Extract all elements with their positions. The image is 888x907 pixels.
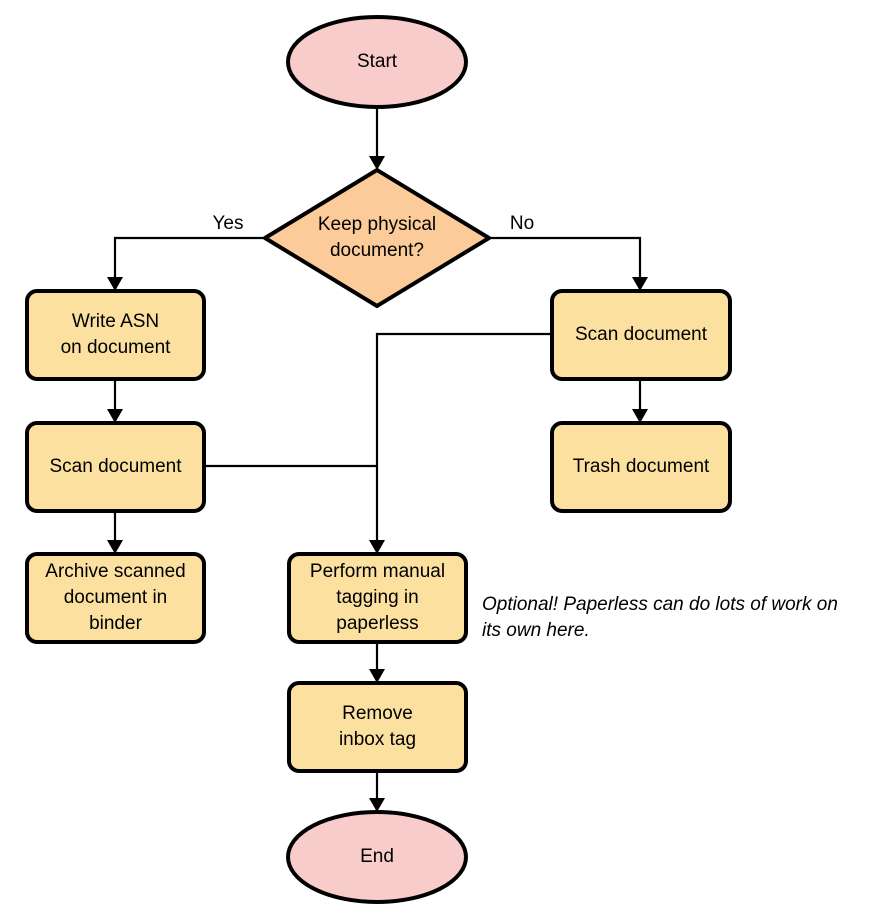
process-shape[interactable]: [550, 289, 732, 381]
node-label: Scan document: [49, 456, 182, 477]
node-label: Scan document: [575, 324, 708, 345]
node-label: Archive scanned: [45, 561, 185, 582]
arrow-head: [632, 277, 648, 291]
node-archive-scanned-document-in-binder[interactable]: Archive scanned document in binder: [25, 552, 206, 644]
edge-start-to-decision: [369, 107, 385, 170]
process-shape[interactable]: [25, 421, 206, 513]
edge-scan-document-left-to-archive: [107, 511, 123, 554]
edge-line: [490, 236, 642, 287]
annotation-line: its own here.: [482, 620, 590, 641]
edge-label-yes: Yes: [213, 213, 244, 234]
node-perform-manual-tagging-in-paperless[interactable]: Perform manual tagging in paperless: [287, 552, 468, 644]
arrow-head: [107, 277, 123, 291]
arrow-head: [369, 156, 385, 170]
node-remove-inbox-tag[interactable]: Remove inbox tag: [287, 681, 468, 773]
edge-scan-document-right-to-manual-tagging: [369, 332, 552, 554]
node-label: binder: [89, 613, 142, 634]
node-scan-document-left[interactable]: Scan document: [25, 421, 206, 513]
edge-line: [113, 236, 265, 287]
edge-label-no: No: [510, 213, 534, 234]
process-shape[interactable]: [550, 421, 732, 513]
node-label: inbox tag: [339, 729, 416, 750]
node-end[interactable]: End: [286, 810, 468, 904]
decision-shape[interactable]: [263, 168, 491, 308]
terminator-shape[interactable]: [286, 810, 468, 904]
node-write-asn-on-document[interactable]: Write ASN on document: [25, 289, 206, 381]
node-start[interactable]: Start: [286, 15, 468, 109]
node-label: Keep physical: [318, 214, 436, 235]
annotation-line: Optional! Paperless can do lots of work …: [482, 594, 838, 615]
arrow-head: [369, 669, 385, 683]
node-label: End: [360, 846, 394, 867]
process-shape[interactable]: [25, 289, 206, 381]
edge-layer: Yes No: [107, 107, 648, 812]
edge-line: [375, 332, 552, 550]
node-label: on document: [61, 337, 172, 358]
annotation-optional-note: Optional! Paperless can do lots of work …: [482, 594, 838, 641]
arrow-head: [369, 798, 385, 812]
terminator-shape[interactable]: [286, 15, 468, 109]
edge-scan-document-right-to-trash: [632, 379, 648, 423]
arrow-head: [107, 540, 123, 554]
node-trash-document[interactable]: Trash document: [550, 421, 732, 513]
edge-decision-no-to-scan-document-right: No: [490, 213, 648, 291]
node-label: Perform manual: [310, 561, 445, 582]
node-keep-physical-document[interactable]: Keep physical document?: [263, 168, 491, 308]
edge-manual-tagging-to-remove-inbox-tag: [369, 642, 385, 683]
edge-decision-yes-to-write-asn: Yes: [107, 213, 265, 291]
node-label: tagging in: [336, 587, 418, 608]
node-label: document?: [330, 240, 424, 261]
arrow-head: [107, 409, 123, 423]
process-shape[interactable]: [287, 552, 468, 644]
annotation-layer: Optional! Paperless can do lots of work …: [482, 594, 838, 641]
edge-write-asn-to-scan-document-left: [107, 379, 123, 423]
arrow-head: [369, 540, 385, 554]
node-label: Start: [357, 51, 398, 72]
process-shape[interactable]: [287, 681, 468, 773]
node-label: Trash document: [573, 456, 710, 477]
node-label: Write ASN: [72, 311, 159, 332]
arrow-head: [632, 409, 648, 423]
node-label: paperless: [336, 613, 418, 634]
node-scan-document-right[interactable]: Scan document: [550, 289, 732, 381]
node-label: document in: [64, 587, 168, 608]
process-shape[interactable]: [25, 552, 206, 644]
edge-remove-inbox-tag-to-end: [369, 771, 385, 812]
node-label: Remove: [342, 703, 413, 724]
